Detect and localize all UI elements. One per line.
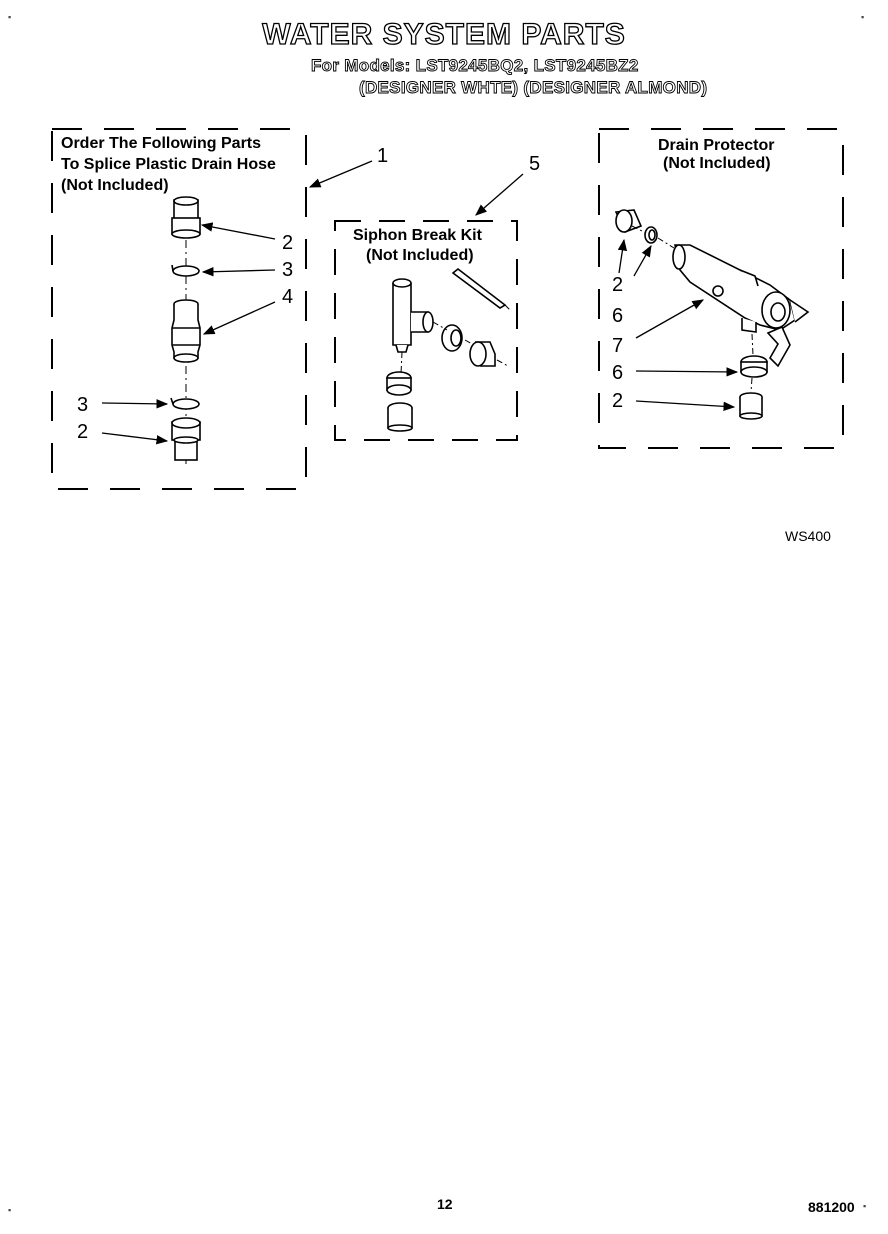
callout-4: 4 (282, 286, 294, 308)
drain-protector-drawing (614, 209, 810, 420)
coupling-bottom (171, 417, 201, 461)
callout-7: 7 (612, 335, 624, 357)
figure-code: WS400 (785, 528, 831, 544)
models-line: For Models: LST9245BQ2, LST9245BZ2 (311, 56, 639, 76)
drain-leaders (617, 238, 739, 412)
corner-mark-icon: ▪ (8, 12, 12, 22)
page-number: 12 (437, 1196, 453, 1212)
splice-parts-drawing (170, 196, 201, 465)
corner-mark-icon: ▪ (861, 12, 865, 22)
document-number: 881200 (808, 1199, 855, 1215)
siphon-label-line2: (Not Included) (366, 247, 474, 264)
callout-6-drain-top: 6 (612, 305, 624, 327)
colors-line: (DESIGNER WHTE) (DESIGNER ALMOND) (359, 78, 708, 98)
callout-3-top: 3 (282, 259, 294, 281)
siphon-label-line1: Siphon Break Kit (353, 227, 482, 244)
callout-2-drain-bottom: 2 (612, 390, 624, 412)
splice-leaders (101, 160, 373, 445)
callout-5: 5 (529, 153, 541, 175)
callout-6-drain-bottom: 6 (612, 362, 624, 384)
corner-mark-icon: ▪ (863, 1201, 867, 1211)
callout-2-bottom: 2 (77, 421, 89, 443)
siphon-kit-drawing (386, 267, 507, 432)
splice-label-line1: Order The Following Parts (61, 135, 262, 152)
drain-protector-box (598, 128, 844, 449)
connector-tube (171, 299, 201, 363)
splice-parts-box (51, 128, 307, 490)
siphon-break-box (334, 220, 518, 441)
callout-3-bottom: 3 (77, 394, 89, 416)
coupling-top (171, 196, 201, 239)
drain-label-line1: Drain Protector (658, 137, 775, 154)
splice-label-line3: (Not Included) (61, 177, 169, 194)
drain-label-line2: (Not Included) (663, 155, 771, 172)
clamp-ring-bottom (170, 397, 200, 410)
siphon-leader (475, 173, 524, 216)
page-title: WATER SYSTEM PARTS (262, 17, 626, 51)
clamp-ring-top (171, 264, 200, 277)
callout-2-top: 2 (282, 232, 294, 254)
corner-mark-icon: ▪ (8, 1205, 12, 1215)
callout-1: 1 (377, 145, 389, 167)
splice-label-line2: To Splice Plastic Drain Hose (61, 156, 276, 173)
callout-2-drain-top: 2 (612, 274, 624, 296)
